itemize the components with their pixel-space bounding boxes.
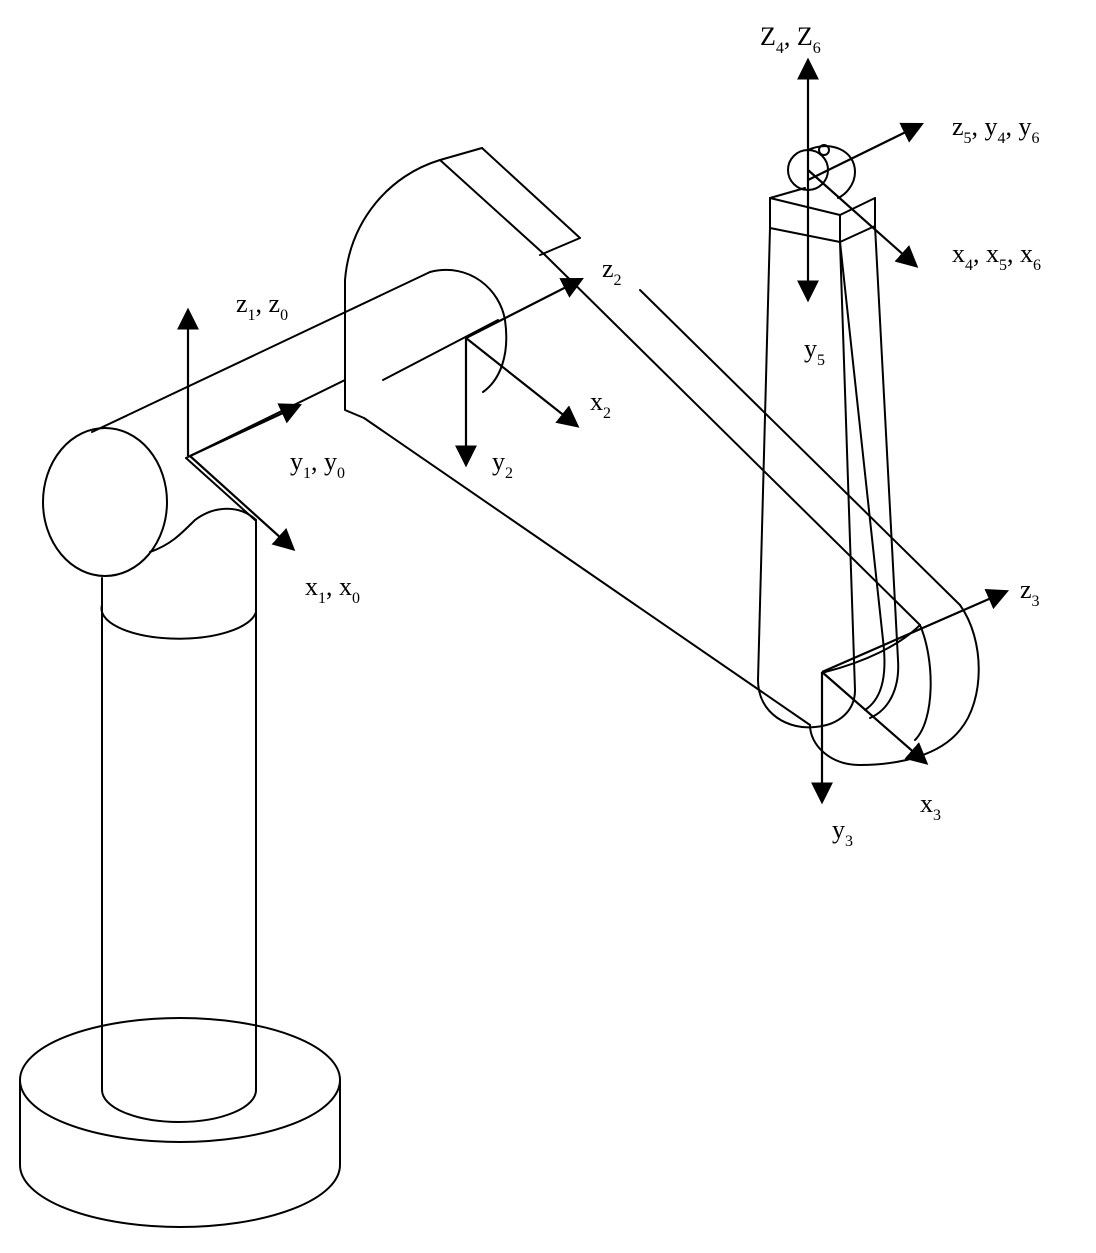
label-x1-x0: x1, x0: [305, 572, 360, 607]
label-x3: x3: [920, 789, 941, 824]
label-y3: y3: [832, 815, 853, 850]
axis-z2: [465, 278, 584, 339]
column: [100, 519, 257, 1123]
label-z2: z2: [602, 254, 622, 289]
axis-x3: [821, 671, 929, 765]
link-2: [344, 147, 980, 766]
axis-x2: [465, 337, 580, 428]
label-x4-x5-x6: x4, x5, x6: [952, 239, 1041, 274]
label-z1-z0: z1, z0: [236, 289, 288, 324]
base-disk: [19, 1017, 341, 1228]
label-y2: y2: [492, 447, 513, 482]
wrist-link: [757, 144, 900, 729]
axis-x1-x0: [189, 455, 296, 551]
axes-frame-4-5-6: [797, 57, 924, 303]
axis-x4-x5-x6: [807, 169, 919, 268]
axis-z5-y4-y6: [807, 122, 924, 181]
axis-z3: [821, 588, 1010, 674]
label-z5-y4-y6: z5, y4, y6: [952, 112, 1040, 147]
axes-frame-3: [811, 588, 1010, 805]
label-z3: z3: [1020, 575, 1040, 610]
axis-y1-y0: [189, 403, 302, 457]
label-y1-y0: y1, y0: [290, 447, 345, 482]
shoulder-joint: [42, 427, 257, 577]
label-y5: y5: [804, 334, 825, 369]
label-z4-z6: Z4, Z6: [760, 22, 821, 57]
link-1: [91, 269, 508, 521]
axes-frame-0-1: [177, 307, 302, 551]
axes-frame-2: [455, 278, 584, 468]
label-x2: x2: [590, 387, 611, 422]
